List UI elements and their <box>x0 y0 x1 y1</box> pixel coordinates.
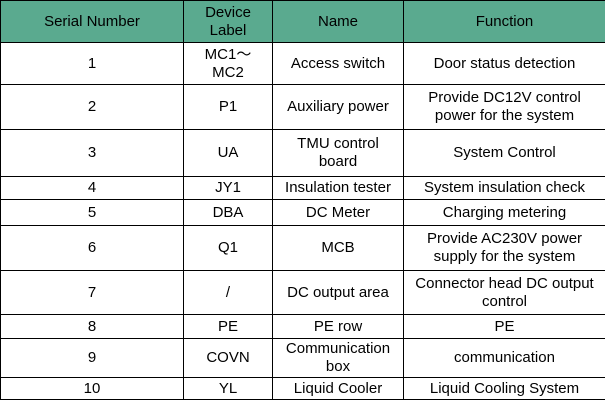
label-cell: YL <box>183 377 273 400</box>
header-serial-number: Serial Number <box>0 0 184 43</box>
serial-cell: 8 <box>0 314 184 339</box>
serial-cell: 3 <box>0 129 184 177</box>
name-cell: Liquid Cooler <box>272 377 404 400</box>
function-cell: Provide AC230V power supply for the syst… <box>403 225 605 271</box>
serial-cell: 2 <box>0 84 184 130</box>
header-device-label: Device Label <box>183 0 273 43</box>
function-cell: Liquid Cooling System <box>403 377 605 400</box>
function-cell: communication <box>403 338 605 378</box>
name-cell: Access switch <box>272 42 404 85</box>
serial-cell: 4 <box>0 176 184 200</box>
serial-cell: 1 <box>0 42 184 85</box>
name-cell: PE row <box>272 314 404 339</box>
label-cell: / <box>183 270 273 315</box>
table-row: 10 YL Liquid Cooler Liquid Cooling Syste… <box>0 377 605 400</box>
table-row: 5 DBA DC Meter Charging metering <box>0 199 605 226</box>
table-row: 6 Q1 MCB Provide AC230V power supply for… <box>0 225 605 271</box>
label-cell: JY1 <box>183 176 273 200</box>
table-row: 9 COVN Communication box communication <box>0 338 605 378</box>
name-cell: Auxiliary power <box>272 84 404 130</box>
name-cell: Communication box <box>272 338 404 378</box>
header-row: Serial Number Device Label Name Function <box>0 0 605 43</box>
device-table: Serial Number Device Label Name Function… <box>0 0 605 400</box>
function-cell: Provide DC12V control power for the syst… <box>403 84 605 130</box>
label-cell: DBA <box>183 199 273 226</box>
serial-cell: 5 <box>0 199 184 226</box>
header-name: Name <box>272 0 404 43</box>
table-row: 7 / DC output area Connector head DC out… <box>0 270 605 315</box>
table-row: 4 JY1 Insulation tester System insulatio… <box>0 176 605 200</box>
function-cell: Charging metering <box>403 199 605 226</box>
label-cell: UA <box>183 129 273 177</box>
serial-cell: 9 <box>0 338 184 378</box>
table-row: 8 PE PE row PE <box>0 314 605 339</box>
name-cell: DC Meter <box>272 199 404 226</box>
name-cell: Insulation tester <box>272 176 404 200</box>
table-row: 2 P1 Auxiliary power Provide DC12V contr… <box>0 84 605 130</box>
function-cell: System insulation check <box>403 176 605 200</box>
label-cell: PE <box>183 314 273 339</box>
function-cell: Connector head DC output control <box>403 270 605 315</box>
table-row: 3 UA TMU control board System Control <box>0 129 605 177</box>
name-cell: DC output area <box>272 270 404 315</box>
serial-cell: 6 <box>0 225 184 271</box>
serial-cell: 7 <box>0 270 184 315</box>
table-row: 1 MC1～ MC2 Access switch Door status det… <box>0 42 605 85</box>
name-cell: TMU control board <box>272 129 404 177</box>
header-function: Function <box>403 0 605 43</box>
name-cell: MCB <box>272 225 404 271</box>
serial-cell: 10 <box>0 377 184 400</box>
label-cell: Q1 <box>183 225 273 271</box>
function-cell: PE <box>403 314 605 339</box>
label-cell: MC1～ MC2 <box>183 42 273 85</box>
label-cell: P1 <box>183 84 273 130</box>
label-cell: COVN <box>183 338 273 378</box>
function-cell: System Control <box>403 129 605 177</box>
function-cell: Door status detection <box>403 42 605 85</box>
